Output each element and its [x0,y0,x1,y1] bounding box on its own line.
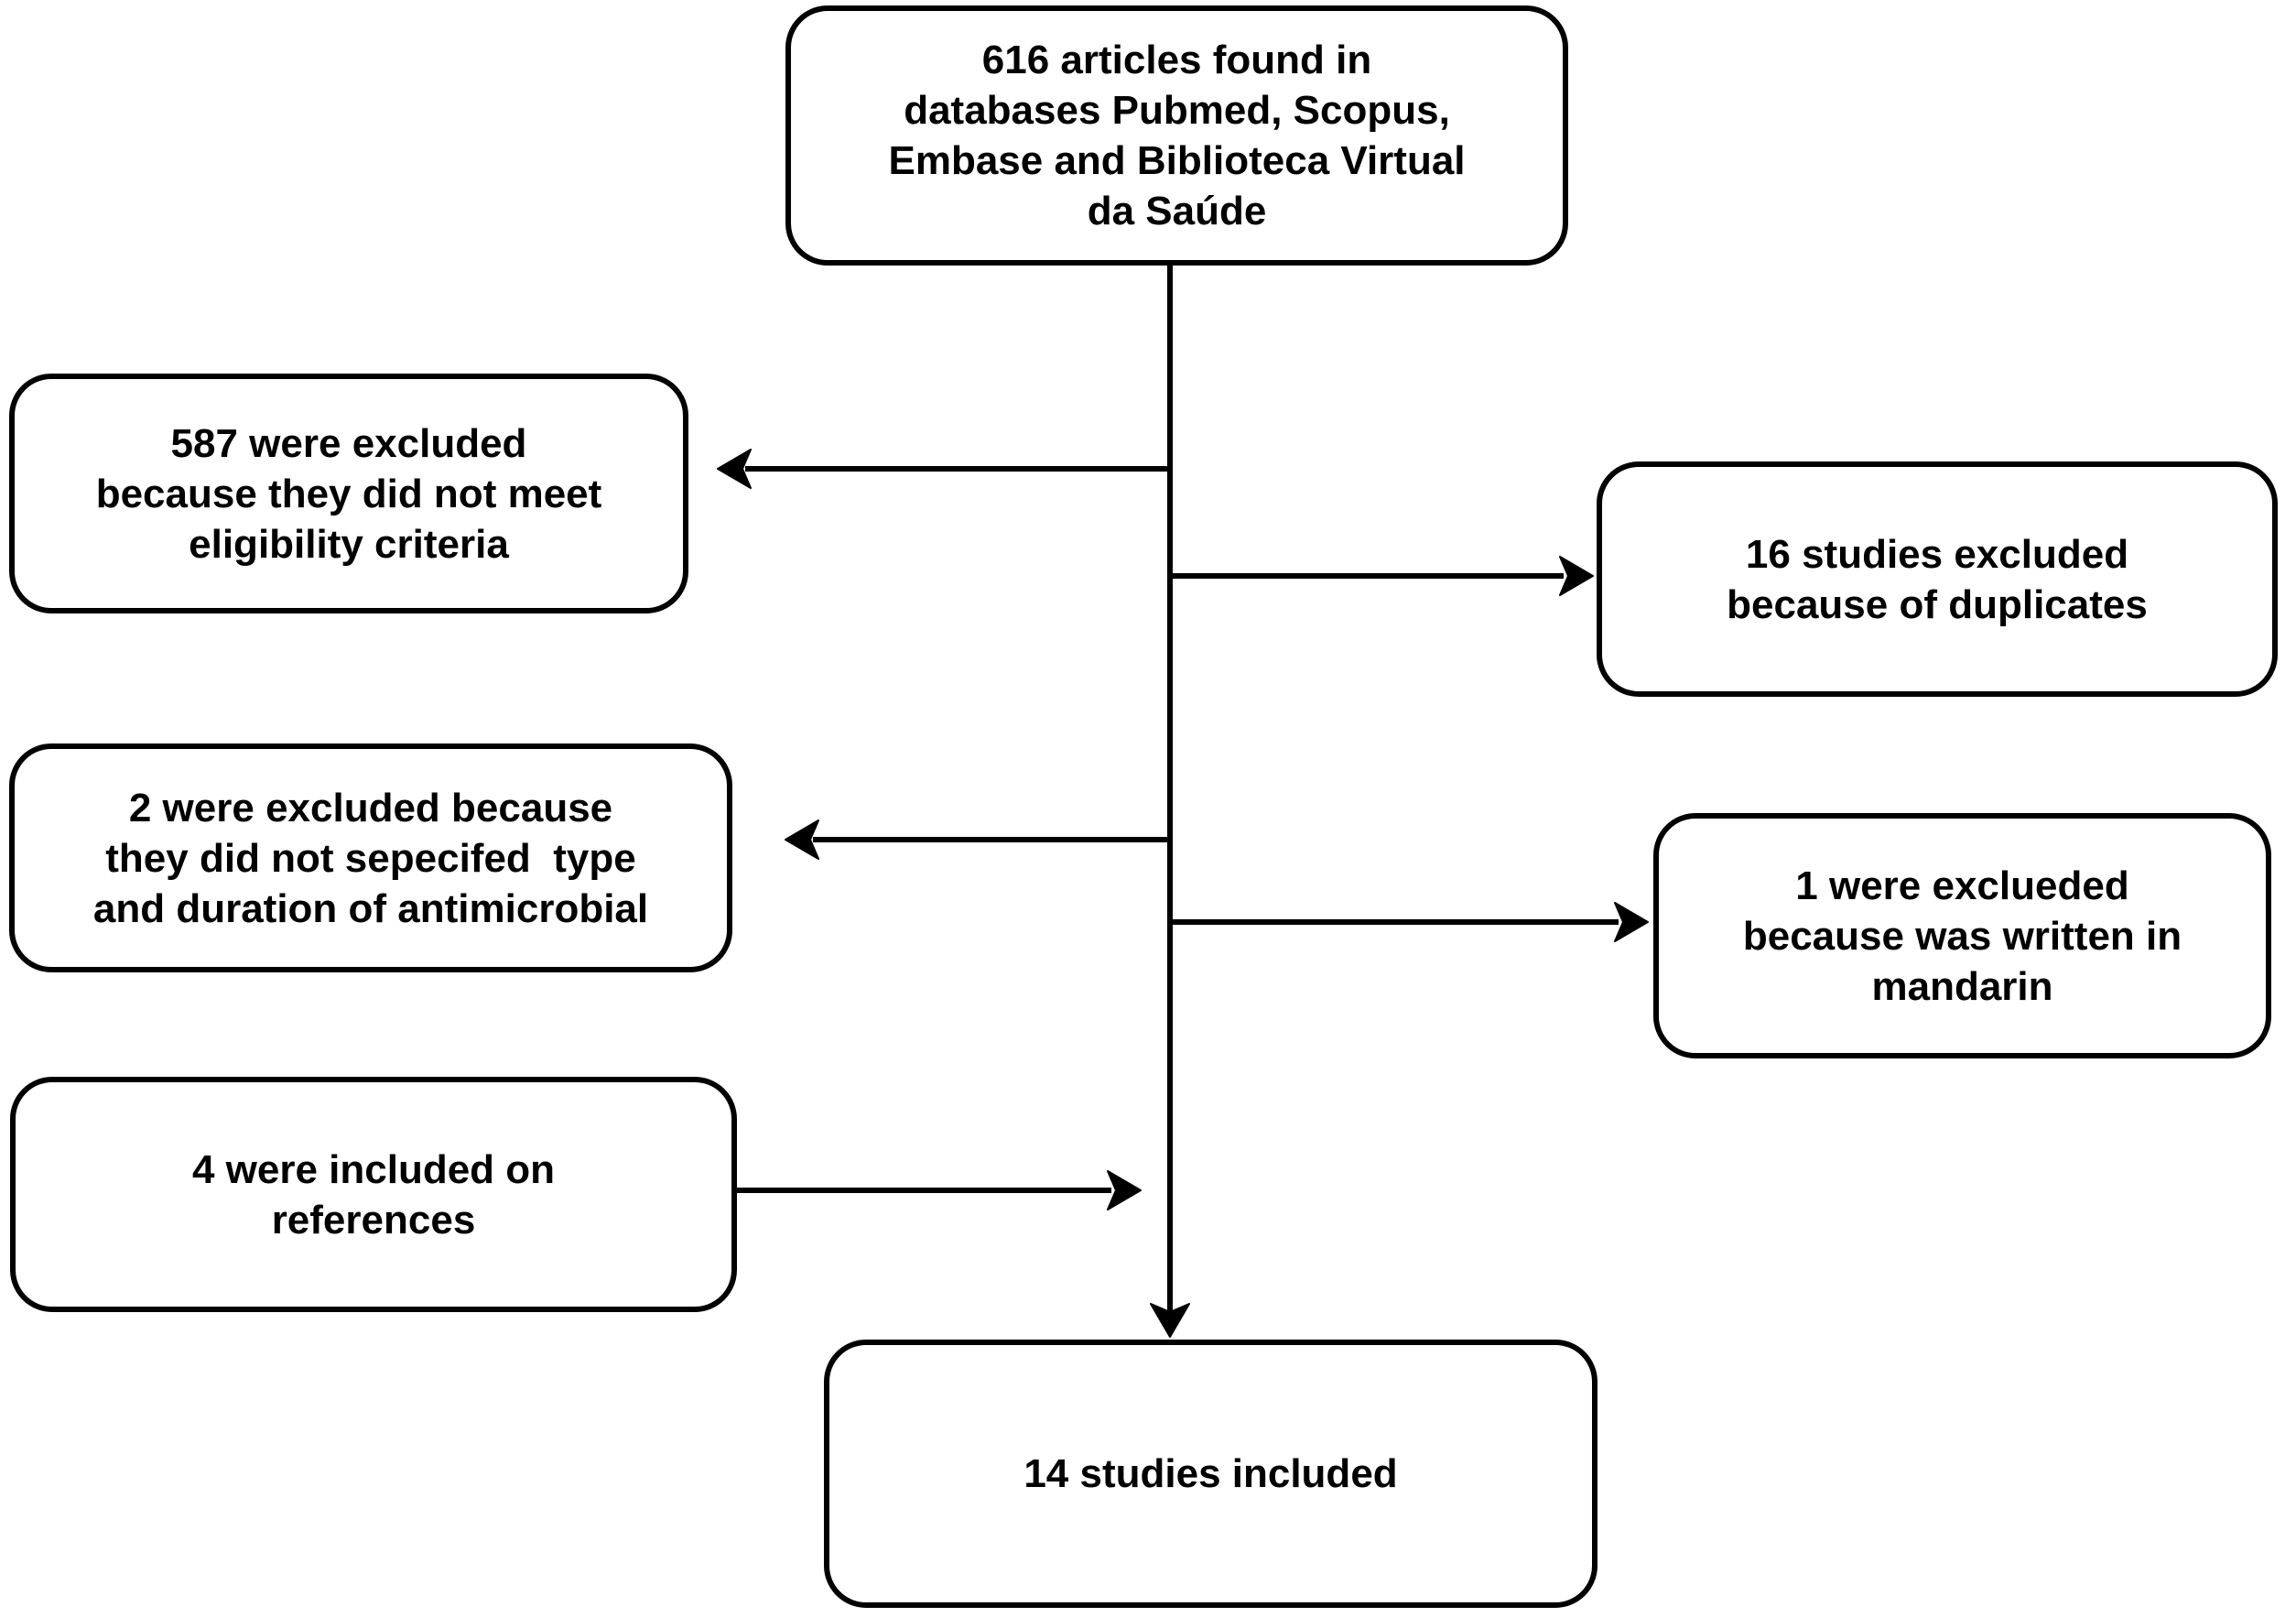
main-flow-arrow [1150,266,1190,1338]
arrow-excluded-mandarin [1173,902,1649,942]
node-excluded-eligibility-label: 587 were excluded because they did not m… [95,420,602,567]
node-excluded-type-duration: 2 were excluded because they did not sep… [9,743,732,972]
node-excluded-type-duration-label: 2 were excluded because they did not sep… [92,785,649,931]
node-articles-found-label: 616 articles found in databases Pubmed, … [888,38,1466,233]
node-studies-included: 14 studies included [824,1340,1597,1608]
node-excluded-duplicates: 16 studies excluded because of duplicate… [1597,461,2278,697]
arrow-excluded-type-duration [785,819,1169,860]
node-articles-found: 616 articles found in databases Pubmed, … [785,5,1568,266]
arrow-excluded-eligibility [717,449,1170,489]
arrow-excluded-duplicates [1173,556,1594,596]
node-studies-included-label: 14 studies included [1023,1451,1398,1496]
node-excluded-duplicates-label: 16 studies excluded because of duplicate… [1727,531,2148,627]
arrow-included-references [735,1170,1142,1210]
node-included-references: 4 were included on references [10,1077,737,1312]
node-excluded-mandarin: 1 were exclueded because was written in … [1653,813,2271,1058]
node-excluded-eligibility: 587 were excluded because they did not m… [9,374,688,613]
node-excluded-mandarin-label: 1 were exclueded because was written in … [1742,863,2182,1009]
node-included-references-label: 4 were included on references [191,1146,556,1243]
